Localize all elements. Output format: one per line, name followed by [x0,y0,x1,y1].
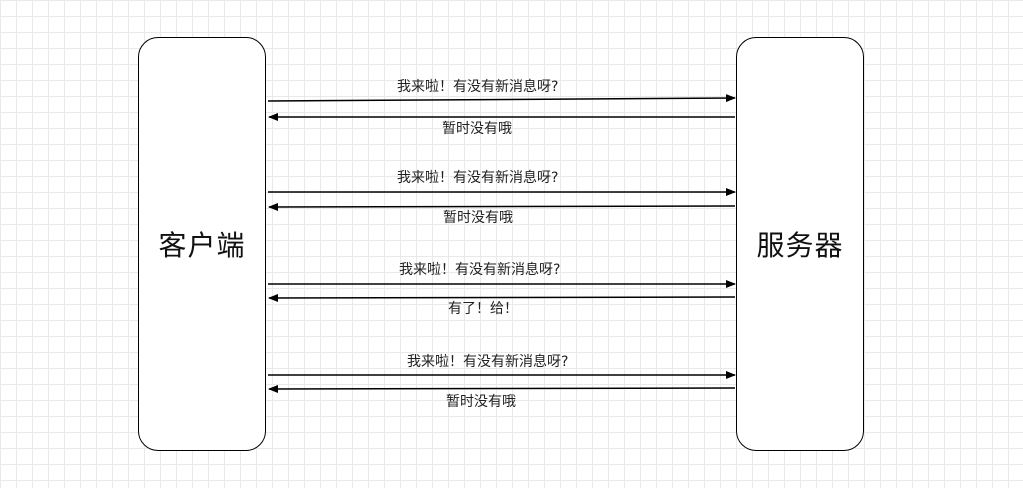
request-label-4: 我来啦！有没有新消息呀? [407,354,569,370]
response-label-1: 暂时没有哦 [442,121,512,137]
response-arrow-2 [268,202,736,211]
request-arrow-1 [267,94,736,103]
response-arrow-4 [268,384,736,393]
server-box: 服务器 [736,37,864,451]
response-arrow-3 [268,293,736,302]
response-label-2: 暂时没有哦 [443,210,513,226]
request-label-2: 我来啦！有没有新消息呀? [397,170,559,186]
response-label-3: 有了！给！ [448,301,518,317]
request-label-1: 我来啦！有没有新消息呀? [397,79,559,95]
client-box: 客户端 [138,37,266,451]
response-label-4: 暂时没有哦 [446,394,516,410]
request-label-3: 我来啦！有没有新消息呀? [399,262,561,278]
client-label: 客户端 [158,229,246,262]
server-label: 服务器 [756,229,844,262]
